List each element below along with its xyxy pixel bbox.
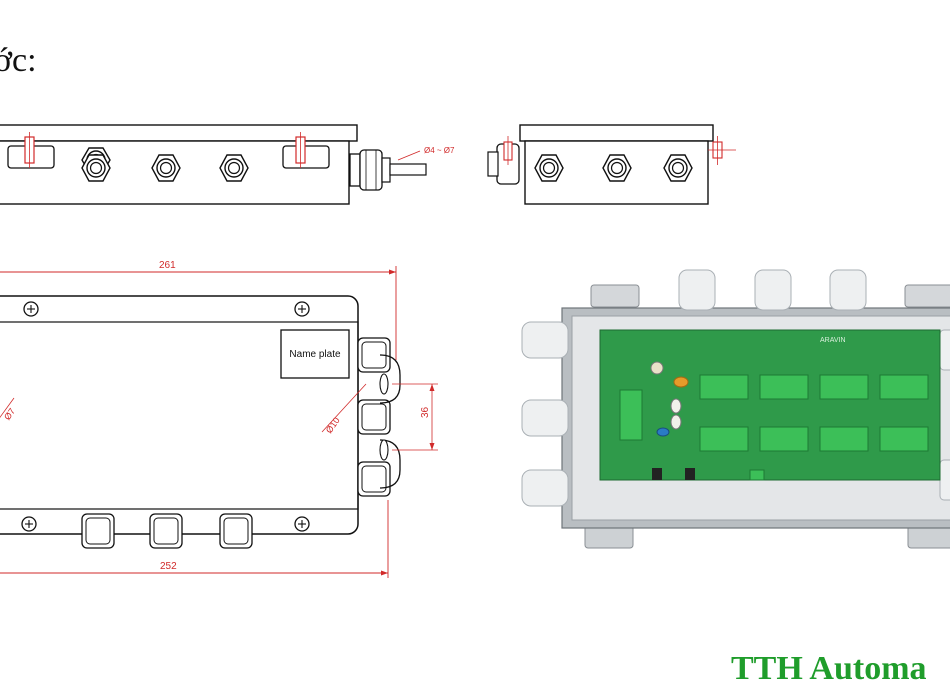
gland-nut-3 — [219, 154, 249, 182]
side-view-front: Ø4 ~ Ø7 — [0, 124, 455, 205]
name-plate-label: Name plate — [289, 349, 341, 360]
end-gland-nut-1 — [534, 154, 564, 182]
bottom-gland-1 — [81, 513, 115, 549]
photo-gland-left — [521, 321, 569, 507]
side-cable-gland — [349, 149, 427, 191]
pcb-board — [599, 329, 941, 481]
mount-bracket-left — [7, 132, 55, 169]
screw-top-left — [23, 301, 39, 317]
right-gland-2 — [357, 399, 391, 435]
terminal-row-top — [699, 374, 929, 400]
photo-gland-top — [678, 269, 867, 311]
right-gland-3 — [357, 461, 391, 497]
end-gland-nut-3 — [663, 154, 693, 182]
gland-nut-0 — [81, 154, 111, 182]
side-view-end — [487, 124, 736, 205]
mount-bracket-right — [282, 132, 330, 169]
right-gland-1 — [357, 337, 391, 373]
top-view: 261 Name plate — [0, 260, 438, 578]
width-top-label: 261 — [159, 260, 176, 271]
end-gland-nut-2 — [602, 154, 632, 182]
screw-bottom-right — [294, 516, 310, 532]
cable-diameter-label: Ø4 ~ Ø7 — [424, 146, 455, 155]
product-photo: ARAVIN — [521, 269, 950, 549]
caption-text: ớc: — [0, 42, 37, 79]
spacing-label: 36 — [420, 406, 431, 418]
pcb-brand-label: ARAVIN — [820, 337, 846, 344]
width-bottom-label: 252 — [160, 561, 177, 572]
screw-top-right — [294, 301, 310, 317]
gland-nut-2 — [151, 154, 181, 182]
terminal-row-bottom — [699, 426, 929, 452]
brand-watermark: TTH Automa — [731, 650, 927, 687]
bottom-gland-2 — [149, 513, 183, 549]
name-plate — [280, 329, 350, 379]
screw-bottom-left — [21, 516, 37, 532]
bottom-gland-3 — [219, 513, 253, 549]
